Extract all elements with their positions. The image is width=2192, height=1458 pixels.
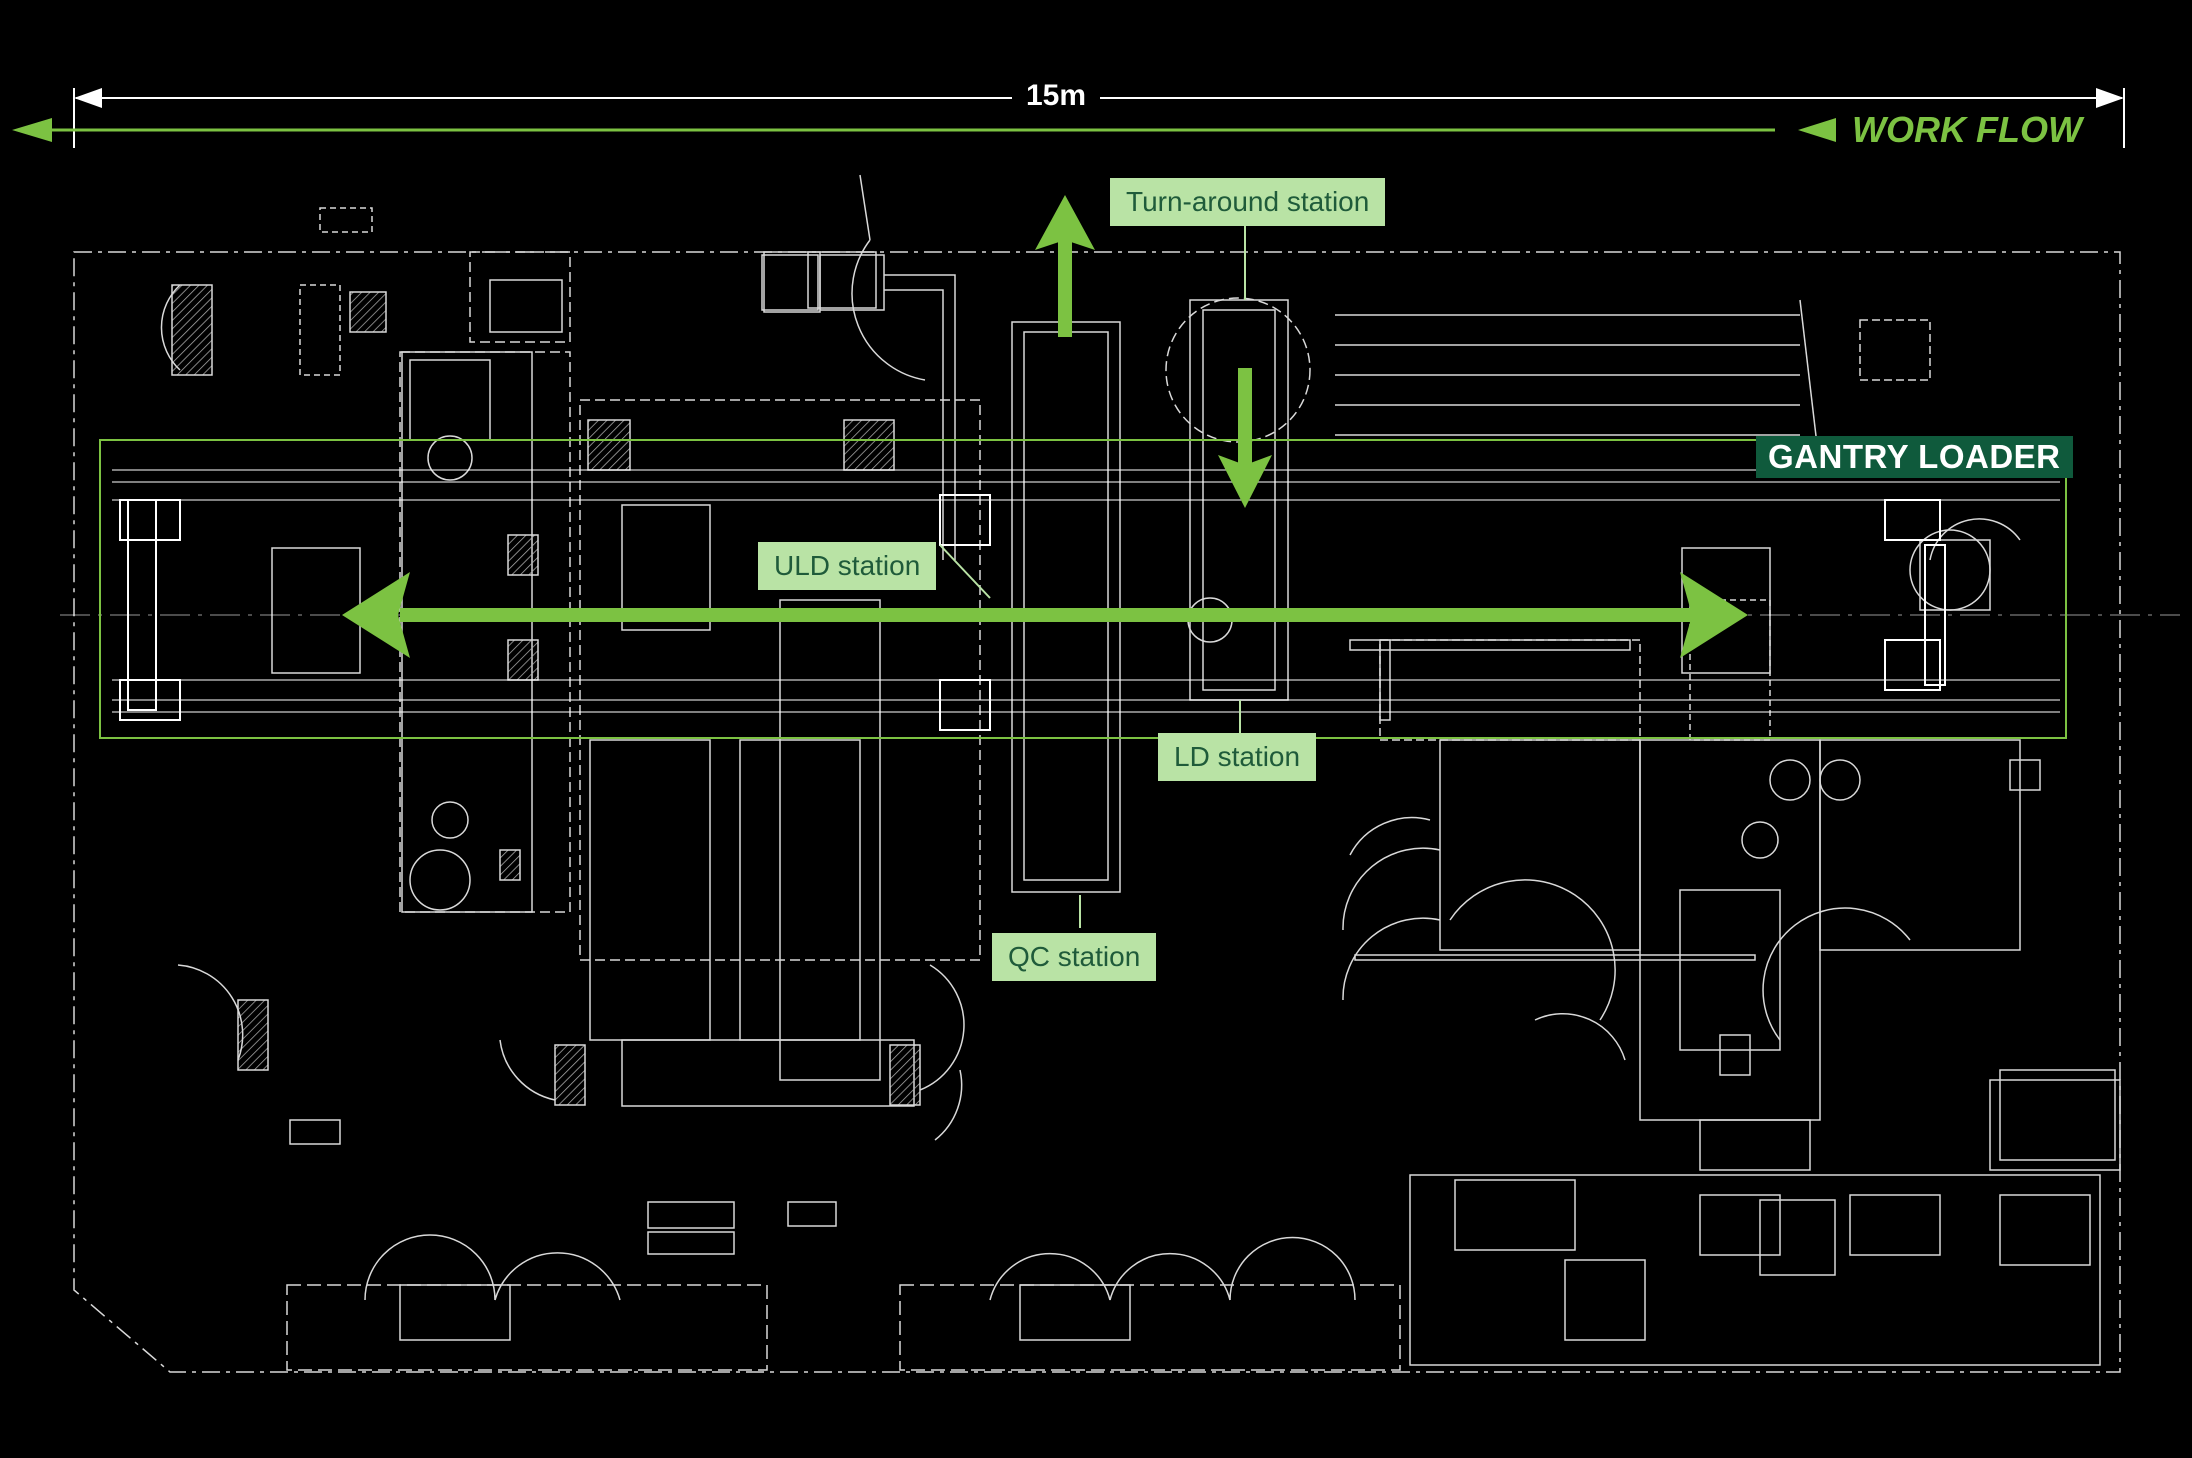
building-outline (73, 174, 2121, 1373)
ld-station-label: LD station (1158, 733, 1317, 781)
gantry-loader-label: GANTRY LOADER (1756, 436, 2073, 478)
gantry-travel-arrow (342, 572, 1748, 658)
gantry-rails (60, 469, 2180, 713)
work-flow-line (12, 118, 1836, 142)
conveyor-up-arrow (1035, 195, 1095, 337)
qc-station-label: QC station (992, 933, 1157, 981)
gantry-loader-outline (99, 439, 2067, 739)
dimension-label: 15m (1012, 78, 1101, 114)
conveyor-down-arrow (1218, 368, 1272, 508)
gantry-carriages (119, 494, 1946, 731)
leader-lines (939, 218, 1246, 928)
uld-station-label: ULD station (758, 542, 937, 590)
work-flow-label: WORK FLOW (1852, 109, 2082, 150)
turn-around-station-label: Turn-around station (1110, 178, 1386, 226)
